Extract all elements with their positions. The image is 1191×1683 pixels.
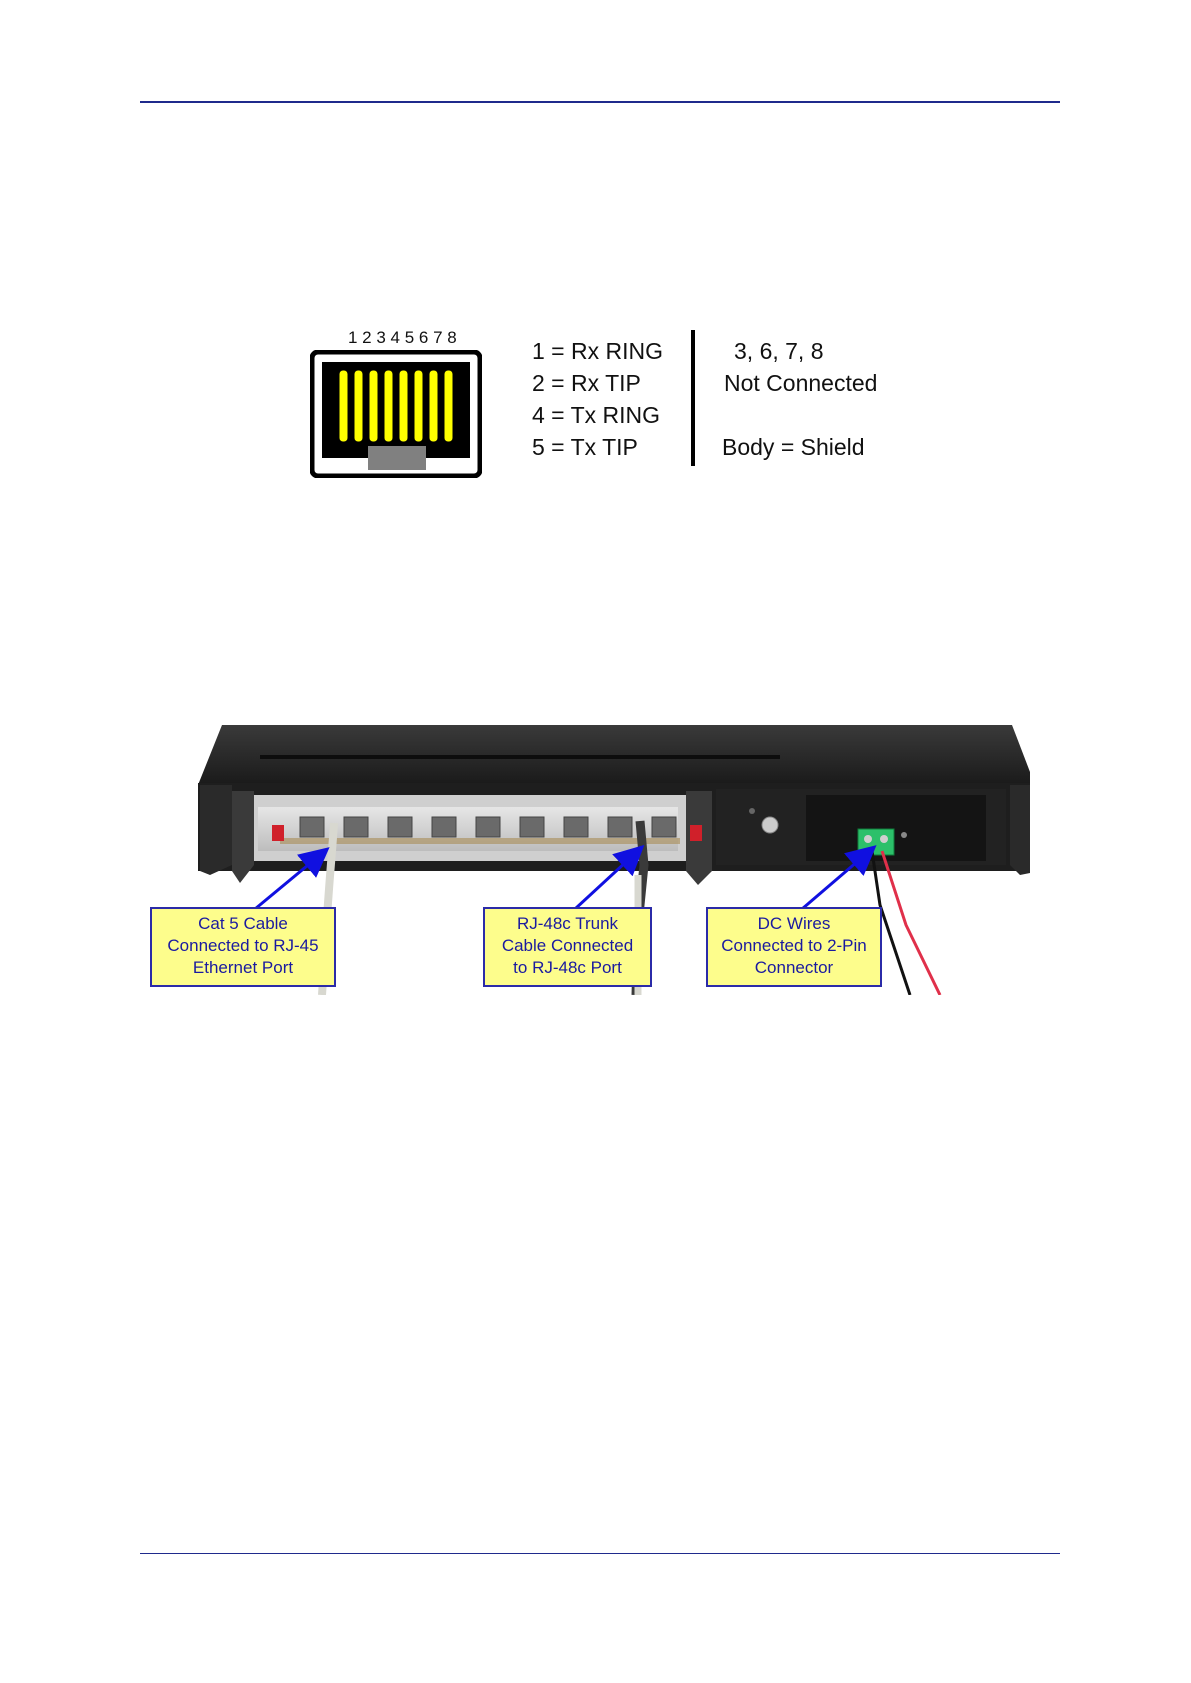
callout-line: DC Wires xyxy=(708,913,880,935)
not-connected-label: Not Connected xyxy=(724,370,877,397)
rj48c-pinout-diagram: 1 2 3 4 5 6 7 8 1 = Rx RING 2 = Rx TIP 4… xyxy=(310,320,910,480)
not-connected-pins: 3, 6, 7, 8 xyxy=(734,338,824,365)
pin-assignment-5: 5 = Tx TIP xyxy=(532,434,638,461)
rj48c-trunk-callout: RJ-48c Trunk Cable Connected to RJ-48c P… xyxy=(483,907,652,987)
callout-line: Cat 5 Cable xyxy=(152,913,334,935)
dc-wires-callout: DC Wires Connected to 2-Pin Connector xyxy=(706,907,882,987)
device-rear-panel-figure: Cat 5 Cable Connected to RJ-45 Ethernet … xyxy=(150,725,1030,995)
cat5-cable-callout: Cat 5 Cable Connected to RJ-45 Ethernet … xyxy=(150,907,336,987)
body-shield-label: Body = Shield xyxy=(722,434,865,461)
callout-line: Connected to RJ-45 xyxy=(152,935,334,957)
header-rule xyxy=(140,101,1060,103)
callout-line: Ethernet Port xyxy=(152,957,334,979)
pin-assignment-2: 2 = Rx TIP xyxy=(532,370,641,397)
footer-rule xyxy=(140,1553,1060,1554)
pin-assignment-1: 1 = Rx RING xyxy=(532,338,663,365)
pin-assignment-4: 4 = Tx RING xyxy=(532,402,660,429)
pin-numbers-label: 1 2 3 4 5 6 7 8 xyxy=(348,328,457,348)
callout-line: Cable Connected xyxy=(485,935,650,957)
callout-line: Connector xyxy=(708,957,880,979)
callout-line: Connected to 2-Pin xyxy=(708,935,880,957)
callout-line: RJ-48c Trunk xyxy=(485,913,650,935)
callout-line: to RJ-48c Port xyxy=(485,957,650,979)
pinout-divider xyxy=(691,330,695,466)
rj48c-connector-icon xyxy=(310,350,482,478)
